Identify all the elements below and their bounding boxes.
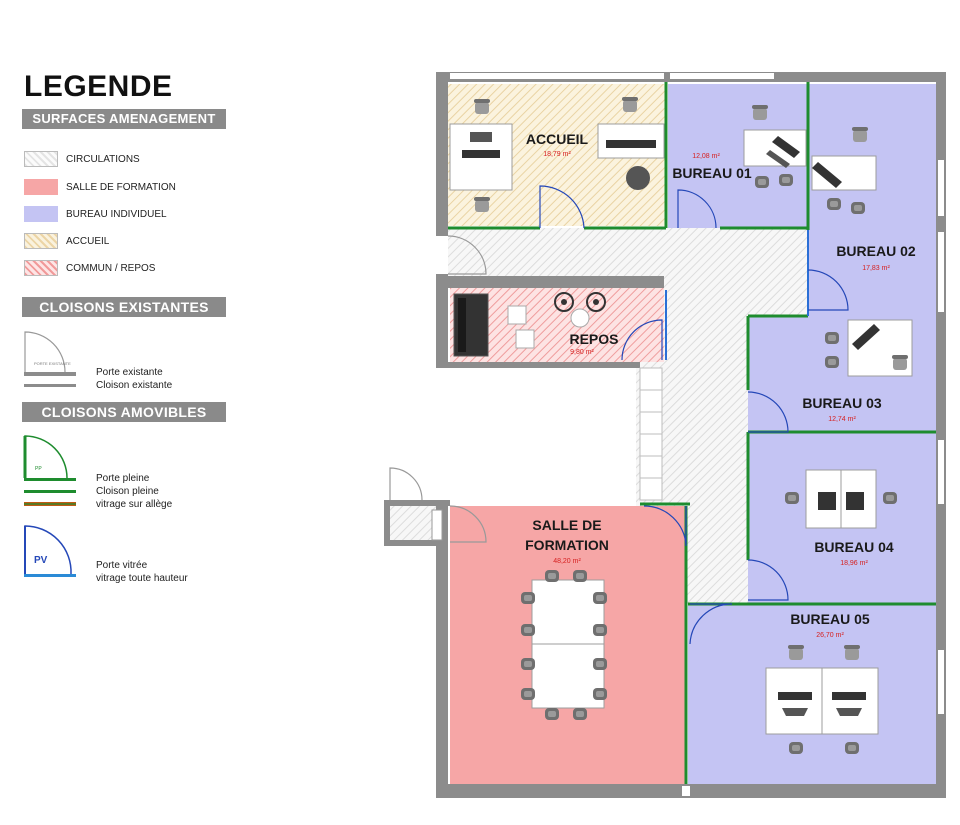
legend-panel: LEGENDE SURFACES AMENAGEMENT CIRCULATION… — [0, 0, 240, 620]
surfaces-heading: SURFACES AMENAGEMENT — [22, 109, 226, 129]
glazed-door-symbol: PV — [24, 525, 76, 577]
entrance-door-icon — [389, 467, 423, 501]
label-bureau-02: BUREAU 02 — [836, 243, 916, 259]
area-repos: 9,80 m² — [570, 349, 594, 356]
full-door-label: Porte pleine — [96, 473, 150, 484]
glazed-door-tag: PV — [34, 555, 48, 566]
legend-label-individual-office: BUREAU INDIVIDUEL — [66, 209, 167, 220]
glazed-door-label: Porte vitrée — [96, 560, 148, 571]
bureau-03-furniture — [825, 319, 913, 377]
accueil-furniture — [449, 97, 665, 212]
existing-partitions-heading: CLOISONS EXISTANTES — [22, 297, 226, 317]
area-bureau-02: 17,83 m² — [862, 265, 890, 272]
bureau-04-furniture — [785, 469, 897, 529]
existing-door-tag: PORTE EXISTANTE — [34, 361, 71, 366]
movable-partitions-heading: CLOISONS AMOVIBLES — [22, 402, 226, 422]
full-height-glazing-label: vitrage toute hauteur — [96, 573, 188, 584]
bureau-05-furniture — [765, 645, 879, 754]
label-accueil: ACCUEIL — [526, 131, 589, 147]
legend-label-training-room: SALLE DE FORMATION — [66, 182, 176, 193]
existing-wall-label: Cloison existante — [96, 380, 173, 391]
partition-glazing — [639, 367, 663, 501]
door-swings — [447, 185, 849, 645]
swatch-reception — [24, 233, 58, 249]
label-bureau-03: BUREAU 03 — [802, 395, 882, 411]
label-repos: REPOS — [569, 331, 618, 347]
existing-door-label: Porte existante — [96, 367, 163, 378]
legend-label-circulations: CIRCULATIONS — [66, 154, 140, 165]
area-bureau-04: 18,96 m² — [840, 560, 868, 567]
window-openings — [450, 73, 944, 796]
label-bureau-05: BUREAU 05 — [790, 611, 870, 627]
swatch-individual-office — [24, 206, 58, 222]
full-door-tag: PP — [35, 466, 42, 472]
label-bureau-01: BUREAU 01 — [672, 165, 752, 181]
legend-label-common-rest: COMMUN / REPOS — [66, 263, 156, 274]
bureau-02-furniture — [811, 127, 877, 214]
label-formation-line1: SALLE DE — [532, 517, 601, 533]
legend-label-reception: ACCUEIL — [66, 236, 110, 247]
bureau-01-furniture — [743, 105, 807, 188]
full-door-symbol: PP — [23, 435, 76, 506]
area-bureau-05: 26,70 m² — [816, 632, 844, 639]
swatch-training-room — [24, 179, 58, 195]
repos-furniture — [453, 292, 606, 357]
label-bureau-04: BUREAU 04 — [814, 539, 894, 555]
formation-furniture — [521, 570, 607, 720]
legend-title: LEGENDE — [24, 70, 173, 103]
area-accueil: 18,79 m² — [543, 151, 571, 158]
label-formation-line2: FORMATION — [525, 537, 609, 553]
full-wall-label: Cloison pleine — [96, 486, 159, 497]
area-formation: 48,20 m² — [553, 558, 581, 565]
swatch-circulations — [24, 151, 58, 167]
sill-glazing-label: vitrage sur allège — [96, 499, 173, 510]
existing-door-symbol: PORTE EXISTANTE — [24, 331, 76, 387]
swatch-common-rest — [24, 260, 58, 276]
glazed-partitions — [665, 230, 809, 360]
room-bureau-02 — [808, 84, 936, 316]
area-bureau-01: 12,08 m² — [692, 153, 720, 160]
area-bureau-03: 12,74 m² — [828, 416, 856, 423]
